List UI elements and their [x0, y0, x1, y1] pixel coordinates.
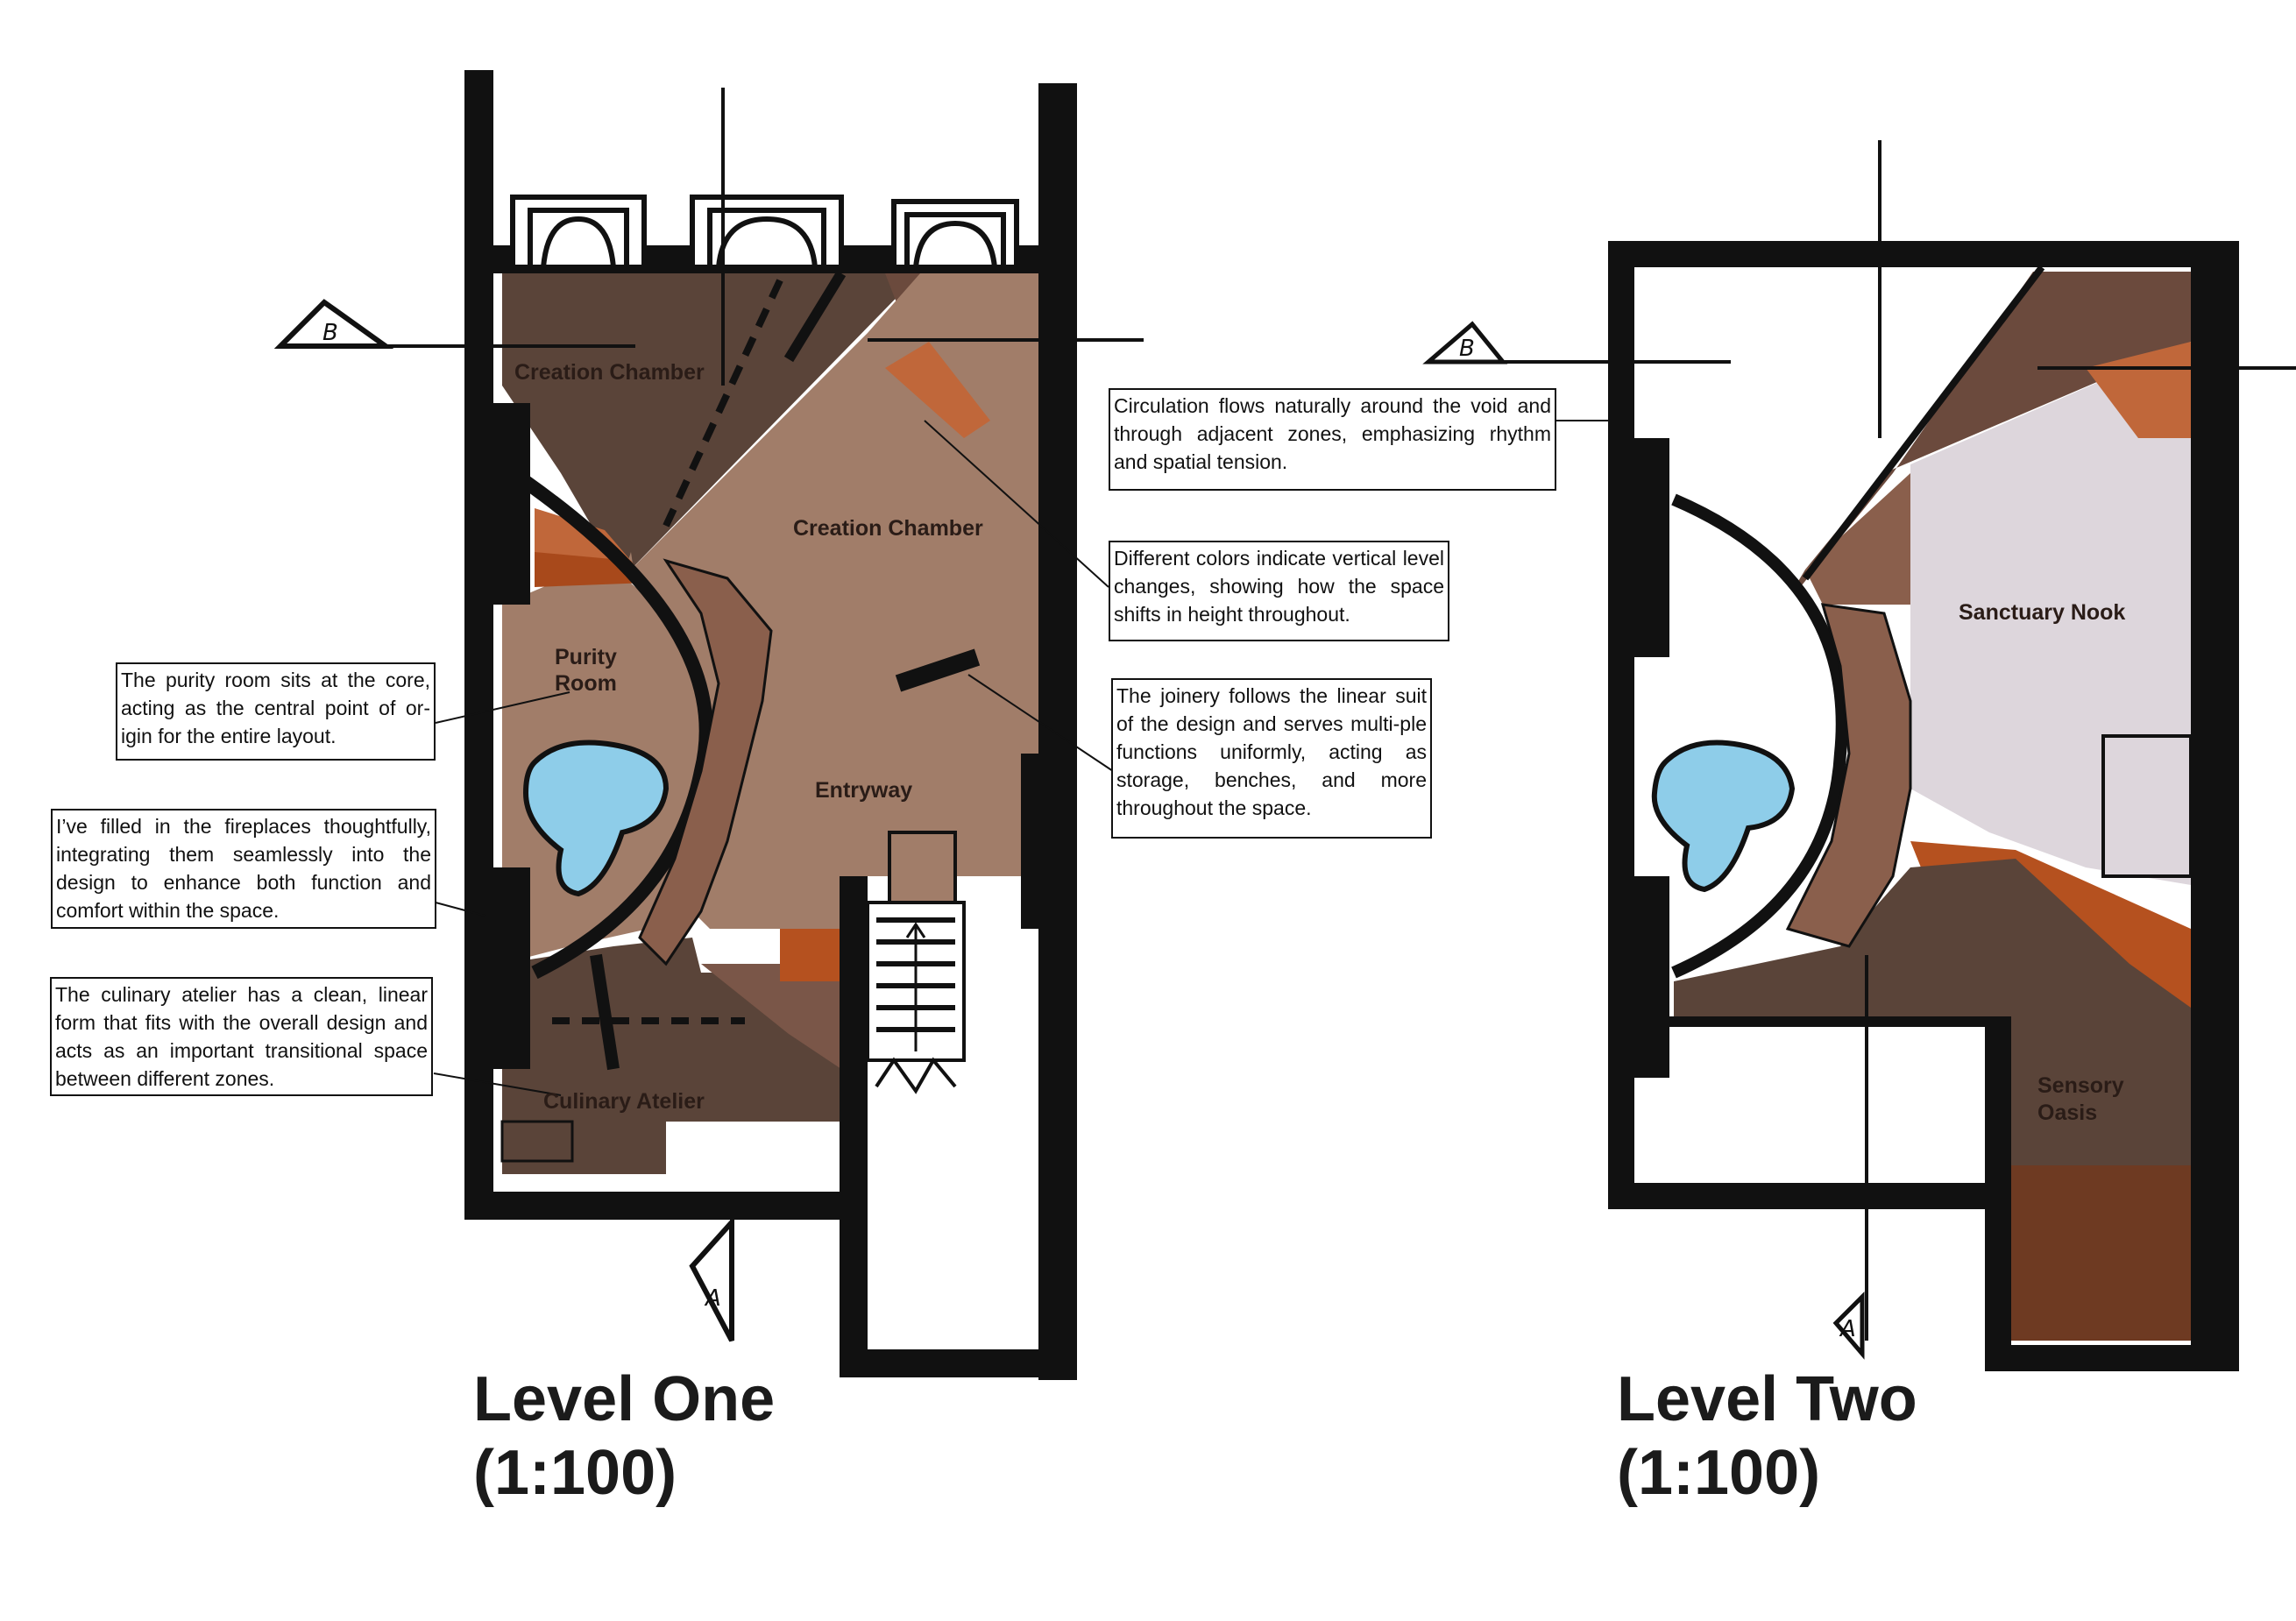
floor-l2-orange-top: [2086, 342, 2191, 438]
floor-l2-dark-band: [1674, 859, 2191, 1227]
room-label-purity-line1: Purity: [555, 645, 617, 669]
joinery-arc-units: [638, 558, 773, 966]
note-purity-room: The purity room sits at the core, acting…: [116, 662, 436, 761]
level-two-scale: (1:100): [1617, 1438, 1821, 1508]
floor-stair-landing: [701, 964, 841, 1069]
level-two-walls: [1608, 241, 2239, 1371]
wall-diagonal: [783, 270, 847, 363]
floor-l2-upper-brown: [1779, 272, 2191, 613]
note-culinary-atelier: The culinary atelier has a clean, linear…: [50, 977, 433, 1096]
annotation-leaders: [433, 420, 1608, 1096]
section-marker-a-level-one: A: [689, 1215, 734, 1342]
svg-text:A: A: [1839, 1316, 1856, 1342]
section-lines-level-two: [1472, 140, 2296, 1341]
level-one-scale: (1:100): [473, 1438, 677, 1508]
level-one-plan: [386, 70, 1144, 1380]
section-marker-a-level-two: A: [1832, 1291, 1865, 1360]
pool-shape-l2: [1651, 740, 1796, 893]
svg-text:B: B: [1459, 336, 1475, 362]
windows-top: [510, 195, 1019, 270]
level-two-title-text: Level Two: [1617, 1364, 1917, 1434]
svg-text:A: A: [704, 1285, 721, 1312]
room-label-sensory-line2: Oasis: [2037, 1101, 2097, 1125]
room-label-culinary-atelier: Culinary Atelier: [543, 1089, 705, 1114]
wall-entry-stub: [895, 648, 981, 692]
room-label-sensory-line1: Sensory: [2037, 1073, 2124, 1098]
wall-l2-diagonal: [1802, 265, 2045, 581]
stove-counter: [500, 1120, 574, 1163]
section-marker-b-level-two: B: [1422, 321, 1508, 365]
room-label-creation-chamber-main: Creation Chamber: [793, 516, 983, 541]
level-two-title: Level Two (1:100): [1617, 1363, 1917, 1510]
note-fireplaces: I’ve filled in the fireplaces thoughtful…: [51, 809, 436, 929]
note-circulation: Circulation flows naturally around the v…: [1109, 388, 1556, 491]
room-label-creation-chamber-upper: Creation Chamber: [514, 360, 705, 385]
floor-l2-brown-wedge: [1805, 473, 1910, 605]
level-two-plan: [1472, 140, 2296, 1371]
joinery-orange-block: [780, 929, 841, 981]
staircase: [866, 901, 966, 1094]
pool-shape: [522, 740, 670, 897]
joinery-arc-l2: [1785, 603, 1912, 948]
room-label-entryway: Entryway: [815, 778, 912, 803]
note-vertical-levels: Different colors indicate vertical level…: [1109, 541, 1449, 641]
room-label-purity-line2: Room: [555, 671, 617, 696]
floor-orange-step: [885, 342, 990, 438]
wall-dashed: [663, 279, 783, 527]
floor-l2-sensory-stairs: [2007, 1165, 2191, 1341]
room-label-sanctuary-nook: Sanctuary Nook: [1959, 600, 2125, 625]
level-one-title: Level One (1:100): [473, 1363, 775, 1510]
wardrobe-l2: [2101, 734, 2193, 878]
svg-text:B: B: [322, 320, 338, 346]
wall-culinary-post: [590, 953, 620, 1071]
section-marker-b-level-one: B: [273, 299, 394, 349]
note-joinery: The joinery follows the linear suit of t…: [1111, 678, 1432, 839]
level-one-title-text: Level One: [473, 1364, 776, 1434]
door-swing: [888, 831, 957, 904]
